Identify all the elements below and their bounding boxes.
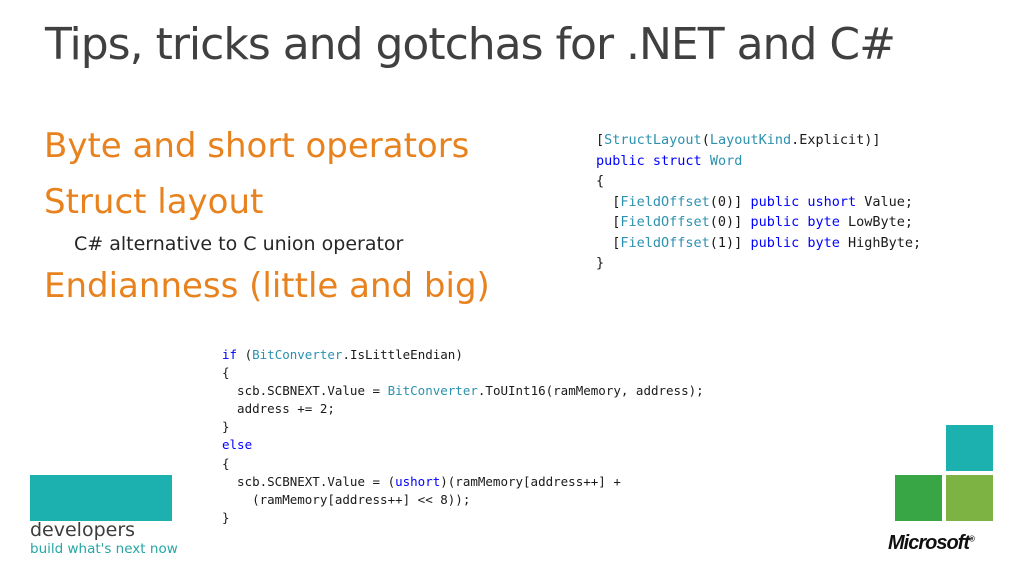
code-token: } bbox=[222, 509, 230, 525]
code-token: [ bbox=[596, 193, 621, 210]
code-token: FieldOffset bbox=[620, 234, 710, 251]
code-line: (ramMemory[address++] << 8)); bbox=[222, 492, 470, 507]
code-token: FieldOffset bbox=[620, 193, 710, 210]
sub-bullet-union-alternative: C# alternative to C union operator bbox=[74, 233, 404, 255]
code-line: scb.SCBNEXT.Value = BitConverter.ToUInt1… bbox=[222, 383, 704, 398]
developers-tagline: build what's next now bbox=[30, 541, 178, 557]
code-token: Word bbox=[709, 152, 743, 169]
code-token: { bbox=[222, 365, 230, 381]
code-token: [ bbox=[596, 234, 621, 251]
code-line: if (BitConverter.IsLittleEndian) bbox=[222, 347, 463, 362]
code-token: .Explicit)] bbox=[791, 132, 881, 148]
code-token: } bbox=[222, 419, 230, 435]
developers-branding: developers build what's next now bbox=[30, 519, 230, 558]
code-token: if bbox=[222, 347, 238, 362]
code-token: [ bbox=[596, 132, 605, 148]
code-token: struct bbox=[652, 152, 702, 169]
code-token: (0)] bbox=[709, 193, 751, 210]
code-line: [FieldOffset(0)] public byte LowByte; bbox=[596, 214, 913, 230]
code-token: HighByte; bbox=[839, 234, 922, 251]
code-token: .IsLittleEndian) bbox=[342, 347, 463, 362]
code-line: } bbox=[222, 419, 230, 434]
code-token bbox=[645, 153, 653, 169]
code-token: Value; bbox=[856, 193, 914, 210]
code-token: FieldOffset bbox=[620, 214, 710, 230]
bullet-byte-short-operators: Byte and short operators bbox=[44, 126, 470, 166]
code-line: { bbox=[222, 456, 230, 471]
code-token: scb.SCBNEXT.Value = bbox=[222, 383, 388, 399]
code-line: { bbox=[596, 173, 604, 189]
code-token: scb.SCBNEXT.Value = ( bbox=[222, 473, 396, 489]
code-token: public bbox=[750, 214, 800, 230]
struct-code-block: [StructLayout(LayoutKind.Explicit)] publ… bbox=[596, 130, 921, 274]
logo-tile-teal bbox=[946, 425, 993, 471]
code-line: public struct Word bbox=[596, 153, 742, 169]
code-token: public bbox=[750, 234, 800, 251]
code-line: } bbox=[222, 510, 230, 525]
code-token bbox=[702, 153, 710, 169]
developers-label: developers bbox=[30, 519, 136, 541]
code-line: [FieldOffset(0)] public ushort Value; bbox=[596, 194, 913, 210]
code-token: ushort bbox=[395, 473, 441, 489]
developers-logo-block bbox=[30, 475, 172, 521]
code-token: (ramMemory[address++] << 8)); bbox=[222, 491, 471, 507]
code-line: } bbox=[596, 255, 604, 271]
code-token: ( bbox=[701, 132, 710, 148]
code-token: (1)] bbox=[709, 234, 751, 251]
code-token: public bbox=[750, 193, 800, 210]
code-line: [StructLayout(LayoutKind.Explicit)] bbox=[596, 132, 881, 148]
code-line: [FieldOffset(1)] public byte HighByte; bbox=[596, 235, 921, 251]
microsoft-wordmark: Microsoft bbox=[888, 532, 970, 554]
code-token: else bbox=[222, 437, 253, 453]
slide-title: Tips, tricks and gotchas for .NET and C# bbox=[45, 19, 896, 70]
code-token: public bbox=[596, 152, 645, 169]
code-token: (0)] bbox=[709, 214, 751, 230]
code-token: address += 2; bbox=[222, 401, 335, 417]
code-token: BitConverter bbox=[252, 347, 343, 362]
bullet-struct-layout: Struct layout bbox=[44, 182, 264, 222]
bullet-endianness: Endianness (little and big) bbox=[44, 266, 490, 306]
code-token: byte bbox=[807, 234, 840, 251]
code-line: else bbox=[222, 437, 252, 452]
code-token: .ToUInt16(ramMemory, address); bbox=[477, 383, 704, 399]
endian-code-block: if (BitConverter.IsLittleEndian) { scb.S… bbox=[222, 346, 704, 527]
code-token: { bbox=[596, 173, 605, 189]
code-token: { bbox=[222, 455, 230, 471]
microsoft-logo: Microsoft® bbox=[888, 532, 975, 555]
code-token: [ bbox=[596, 214, 621, 230]
code-token: )(ramMemory[address++] + bbox=[440, 473, 621, 489]
code-token: StructLayout bbox=[604, 132, 702, 148]
code-line: address += 2; bbox=[222, 401, 335, 416]
registered-mark: ® bbox=[969, 534, 975, 544]
logo-tile-green bbox=[895, 475, 942, 521]
code-token: } bbox=[596, 255, 605, 271]
code-token: LayoutKind bbox=[709, 132, 792, 148]
bullet-list: Byte and short operators Struct layout C… bbox=[44, 118, 584, 314]
code-token: byte bbox=[807, 214, 840, 230]
code-line: scb.SCBNEXT.Value = (ushort)(ramMemory[a… bbox=[222, 474, 621, 489]
code-token: ushort bbox=[807, 193, 857, 210]
logo-tile-light-green bbox=[946, 475, 993, 521]
code-line: { bbox=[222, 365, 230, 380]
code-token: BitConverter bbox=[387, 383, 478, 399]
code-token: ( bbox=[237, 347, 253, 362]
code-token: LowByte; bbox=[839, 214, 914, 230]
